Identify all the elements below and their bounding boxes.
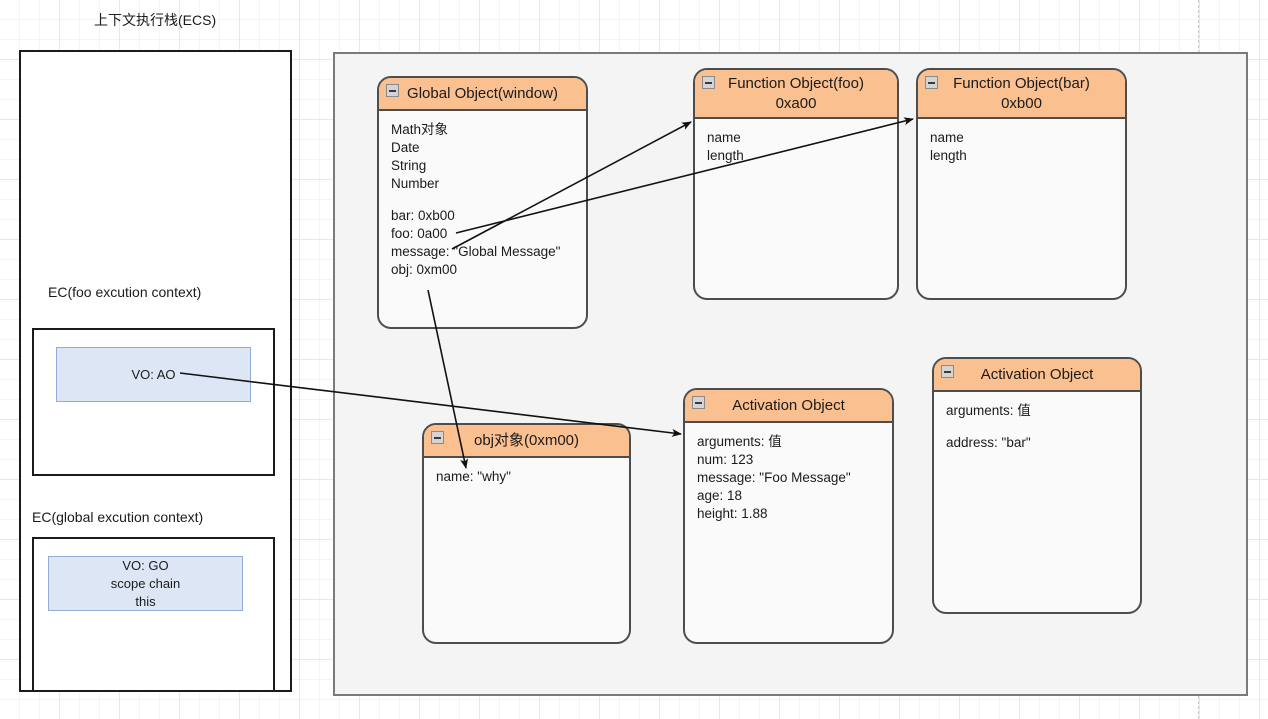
row-address: address: "bar" bbox=[946, 435, 1031, 450]
card-activation-bar-title: Activation Object bbox=[980, 366, 1094, 383]
row-length: length bbox=[930, 148, 967, 163]
vo-box-ao[interactable]: VO: AO bbox=[56, 347, 251, 402]
card-global-object[interactable]: Global Object(window) Math对象 Date String… bbox=[377, 76, 588, 329]
row-string: String bbox=[391, 158, 427, 173]
card-global-object-header: Global Object(window) bbox=[379, 78, 586, 111]
vo-ao-line-1: VO: AO bbox=[131, 366, 176, 382]
row-name: name: "why" bbox=[436, 469, 511, 484]
card-function-bar[interactable]: Function Object(bar) 0xb00 name length bbox=[916, 68, 1127, 300]
card-global-object-title: Global Object(window) bbox=[407, 85, 558, 102]
vo-box-go[interactable]: VO: GO scope chain this bbox=[48, 556, 243, 611]
card-activation-bar[interactable]: Activation Object arguments: 值 address: … bbox=[932, 357, 1142, 614]
row-date: Date bbox=[391, 140, 420, 155]
card-function-foo-header: Function Object(foo) 0xa00 bbox=[695, 70, 897, 119]
card-activation-foo-header: Activation Object bbox=[685, 390, 892, 423]
card-function-foo[interactable]: Function Object(foo) 0xa00 name length bbox=[693, 68, 899, 300]
card-function-bar-title-line1: Function Object(bar) bbox=[953, 75, 1090, 92]
ec-label-global: EC(global excution context) bbox=[32, 509, 204, 525]
row-message: message: "Global Message" bbox=[391, 244, 561, 259]
row-math: Math对象 bbox=[391, 122, 449, 137]
row-spacer bbox=[946, 420, 1128, 434]
card-activation-bar-body: arguments: 值 address: "bar" bbox=[934, 392, 1140, 462]
minus-box-icon[interactable] bbox=[386, 84, 399, 97]
row-arguments: arguments: 值 bbox=[697, 434, 782, 449]
row-name: name bbox=[707, 130, 741, 145]
card-activation-foo-body: arguments: 值 num: 123 message: "Foo Mess… bbox=[685, 423, 892, 533]
card-activation-foo-title: Activation Object bbox=[732, 397, 845, 414]
row-obj: obj: 0xm00 bbox=[391, 262, 458, 277]
ec-frame-foo[interactable]: VO: AO bbox=[32, 328, 275, 476]
row-message: message: "Foo Message" bbox=[697, 470, 851, 485]
card-obj-object[interactable]: obj对象(0xm00) name: "why" bbox=[422, 423, 631, 644]
minus-box-icon[interactable] bbox=[431, 431, 444, 444]
row-arguments: arguments: 值 bbox=[946, 403, 1031, 418]
card-obj-object-header: obj对象(0xm00) bbox=[424, 425, 629, 458]
vo-go-line-3: this bbox=[135, 593, 156, 609]
row-bar: bar: 0xb00 bbox=[391, 208, 455, 223]
row-age: age: 18 bbox=[697, 488, 743, 503]
card-function-foo-body: name length bbox=[695, 119, 897, 175]
card-activation-bar-header: Activation Object bbox=[934, 359, 1140, 392]
card-function-foo-title-line1: Function Object(foo) bbox=[728, 75, 864, 92]
ec-label-foo: EC(foo excution context) bbox=[48, 284, 202, 300]
row-height: height: 1.88 bbox=[697, 506, 768, 521]
vo-go-line-1: VO: GO bbox=[122, 557, 169, 573]
minus-box-icon[interactable] bbox=[692, 396, 705, 409]
card-obj-object-body: name: "why" bbox=[424, 458, 629, 496]
minus-box-icon[interactable] bbox=[925, 76, 938, 89]
card-global-object-body: Math对象 Date String Number bar: 0xb00 foo… bbox=[379, 111, 586, 289]
ecs-title: 上下文执行栈(ECS) bbox=[94, 12, 217, 28]
row-number: Number bbox=[391, 176, 440, 191]
row-name: name bbox=[930, 130, 964, 145]
minus-box-icon[interactable] bbox=[941, 365, 954, 378]
card-function-bar-title-line2: 0xb00 bbox=[1001, 95, 1042, 112]
row-length: length bbox=[707, 148, 744, 163]
row-foo: foo: 0a00 bbox=[391, 226, 448, 241]
card-obj-object-title: obj对象(0xm00) bbox=[473, 432, 580, 449]
vo-go-line-2: scope chain bbox=[110, 575, 181, 591]
card-function-bar-body: name length bbox=[918, 119, 1125, 175]
card-activation-foo[interactable]: Activation Object arguments: 值 num: 123 … bbox=[683, 388, 894, 644]
card-function-foo-title-line2: 0xa00 bbox=[775, 95, 817, 112]
row-num: num: 123 bbox=[697, 452, 754, 467]
ec-frame-global[interactable]: VO: GO scope chain this bbox=[32, 537, 275, 692]
row-spacer bbox=[391, 193, 574, 207]
card-function-bar-header: Function Object(bar) 0xb00 bbox=[918, 70, 1125, 119]
minus-box-icon[interactable] bbox=[702, 76, 715, 89]
